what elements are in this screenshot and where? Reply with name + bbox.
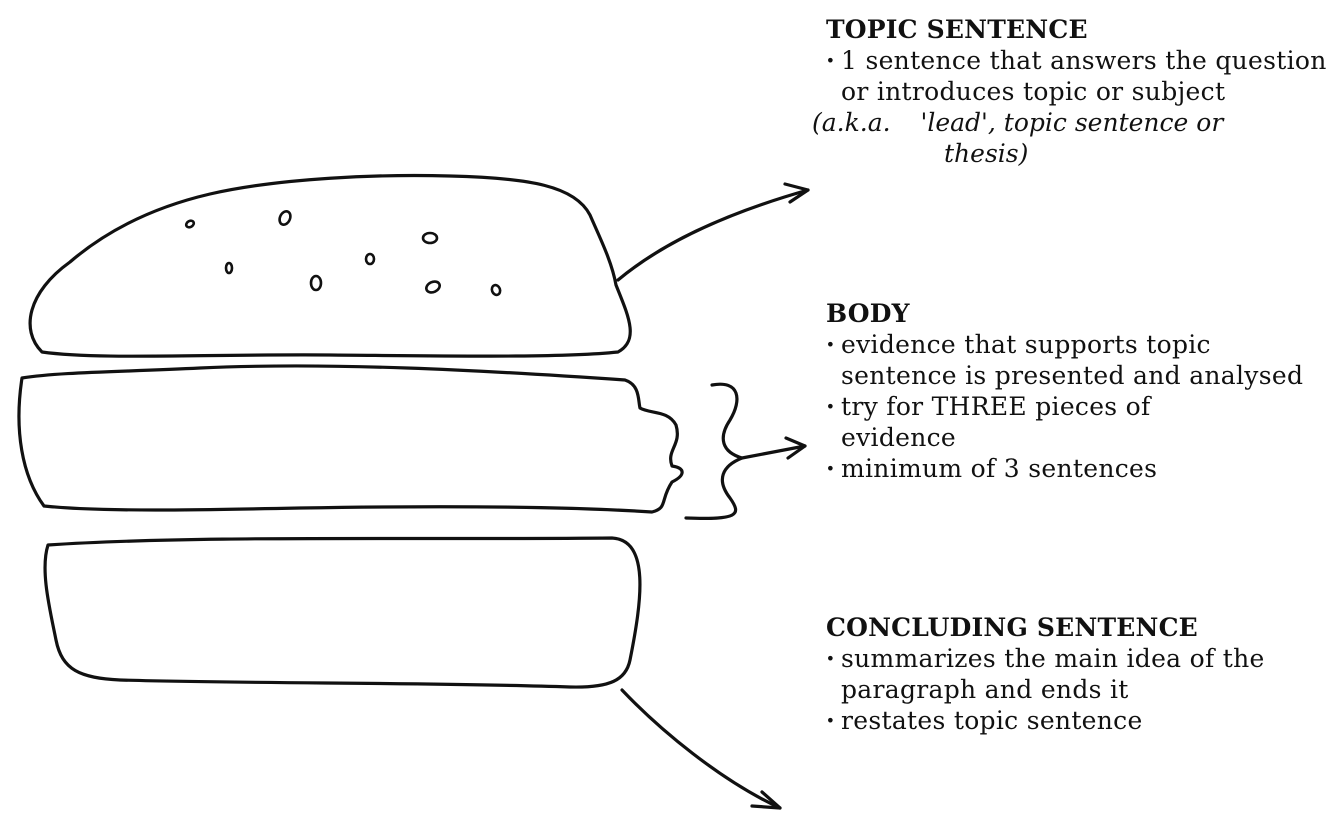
- topic-points: 1 sentence that answers the question or …: [826, 45, 1336, 107]
- conclusion-heading: CONCLUDING SENTENCE: [826, 612, 1336, 643]
- body-point-minimum: minimum of 3 sentences: [826, 453, 1336, 484]
- sesame-seed: [425, 280, 442, 295]
- sesame-seeds: [185, 210, 501, 297]
- sesame-seed: [185, 219, 195, 228]
- topic-sentence-section: TOPIC SENTENCE 1 sentence that answers t…: [826, 14, 1336, 169]
- note-aka: (a.k.a.: [812, 108, 891, 137]
- sesame-seed: [311, 276, 321, 290]
- patty-outline: [19, 366, 682, 512]
- topic-arrow: [618, 190, 808, 280]
- concluding-sentence-section: CONCLUDING SENTENCE summarizes the main …: [826, 612, 1336, 736]
- sesame-seed: [226, 263, 232, 273]
- body-points: evidence that supports topic sentence is…: [826, 329, 1336, 484]
- note-end: thesis): [812, 138, 1336, 169]
- topic-heading: TOPIC SENTENCE: [826, 14, 1336, 45]
- sesame-seed: [423, 233, 437, 243]
- note-rest: 'lead', topic sentence or: [920, 108, 1223, 137]
- sesame-seed: [491, 284, 502, 296]
- bottom-bun-outline: [45, 538, 640, 687]
- sesame-seed: [366, 254, 374, 264]
- conclusion-point-summarizes: summarizes the main idea of the paragrap…: [826, 643, 1342, 705]
- body-point-evidence: evidence that supports topic sentence is…: [826, 329, 1331, 391]
- topic-point: 1 sentence that answers the question or …: [826, 45, 1341, 107]
- body-brace: [686, 384, 742, 518]
- conclusion-point-restates: restates topic sentence: [826, 705, 1336, 736]
- body-heading: BODY: [826, 298, 1336, 329]
- conclusion-points: summarizes the main idea of the paragrap…: [826, 643, 1336, 736]
- body-section: BODY evidence that supports topic senten…: [826, 298, 1336, 484]
- sesame-seed: [278, 210, 293, 227]
- topic-note: (a.k.a. 'lead', topic sentence or thesis…: [812, 107, 1336, 169]
- top-bun-outline: [30, 176, 630, 357]
- conclusion-arrow: [622, 690, 780, 808]
- body-point-three: try for THREE pieces of evidence: [826, 391, 1171, 453]
